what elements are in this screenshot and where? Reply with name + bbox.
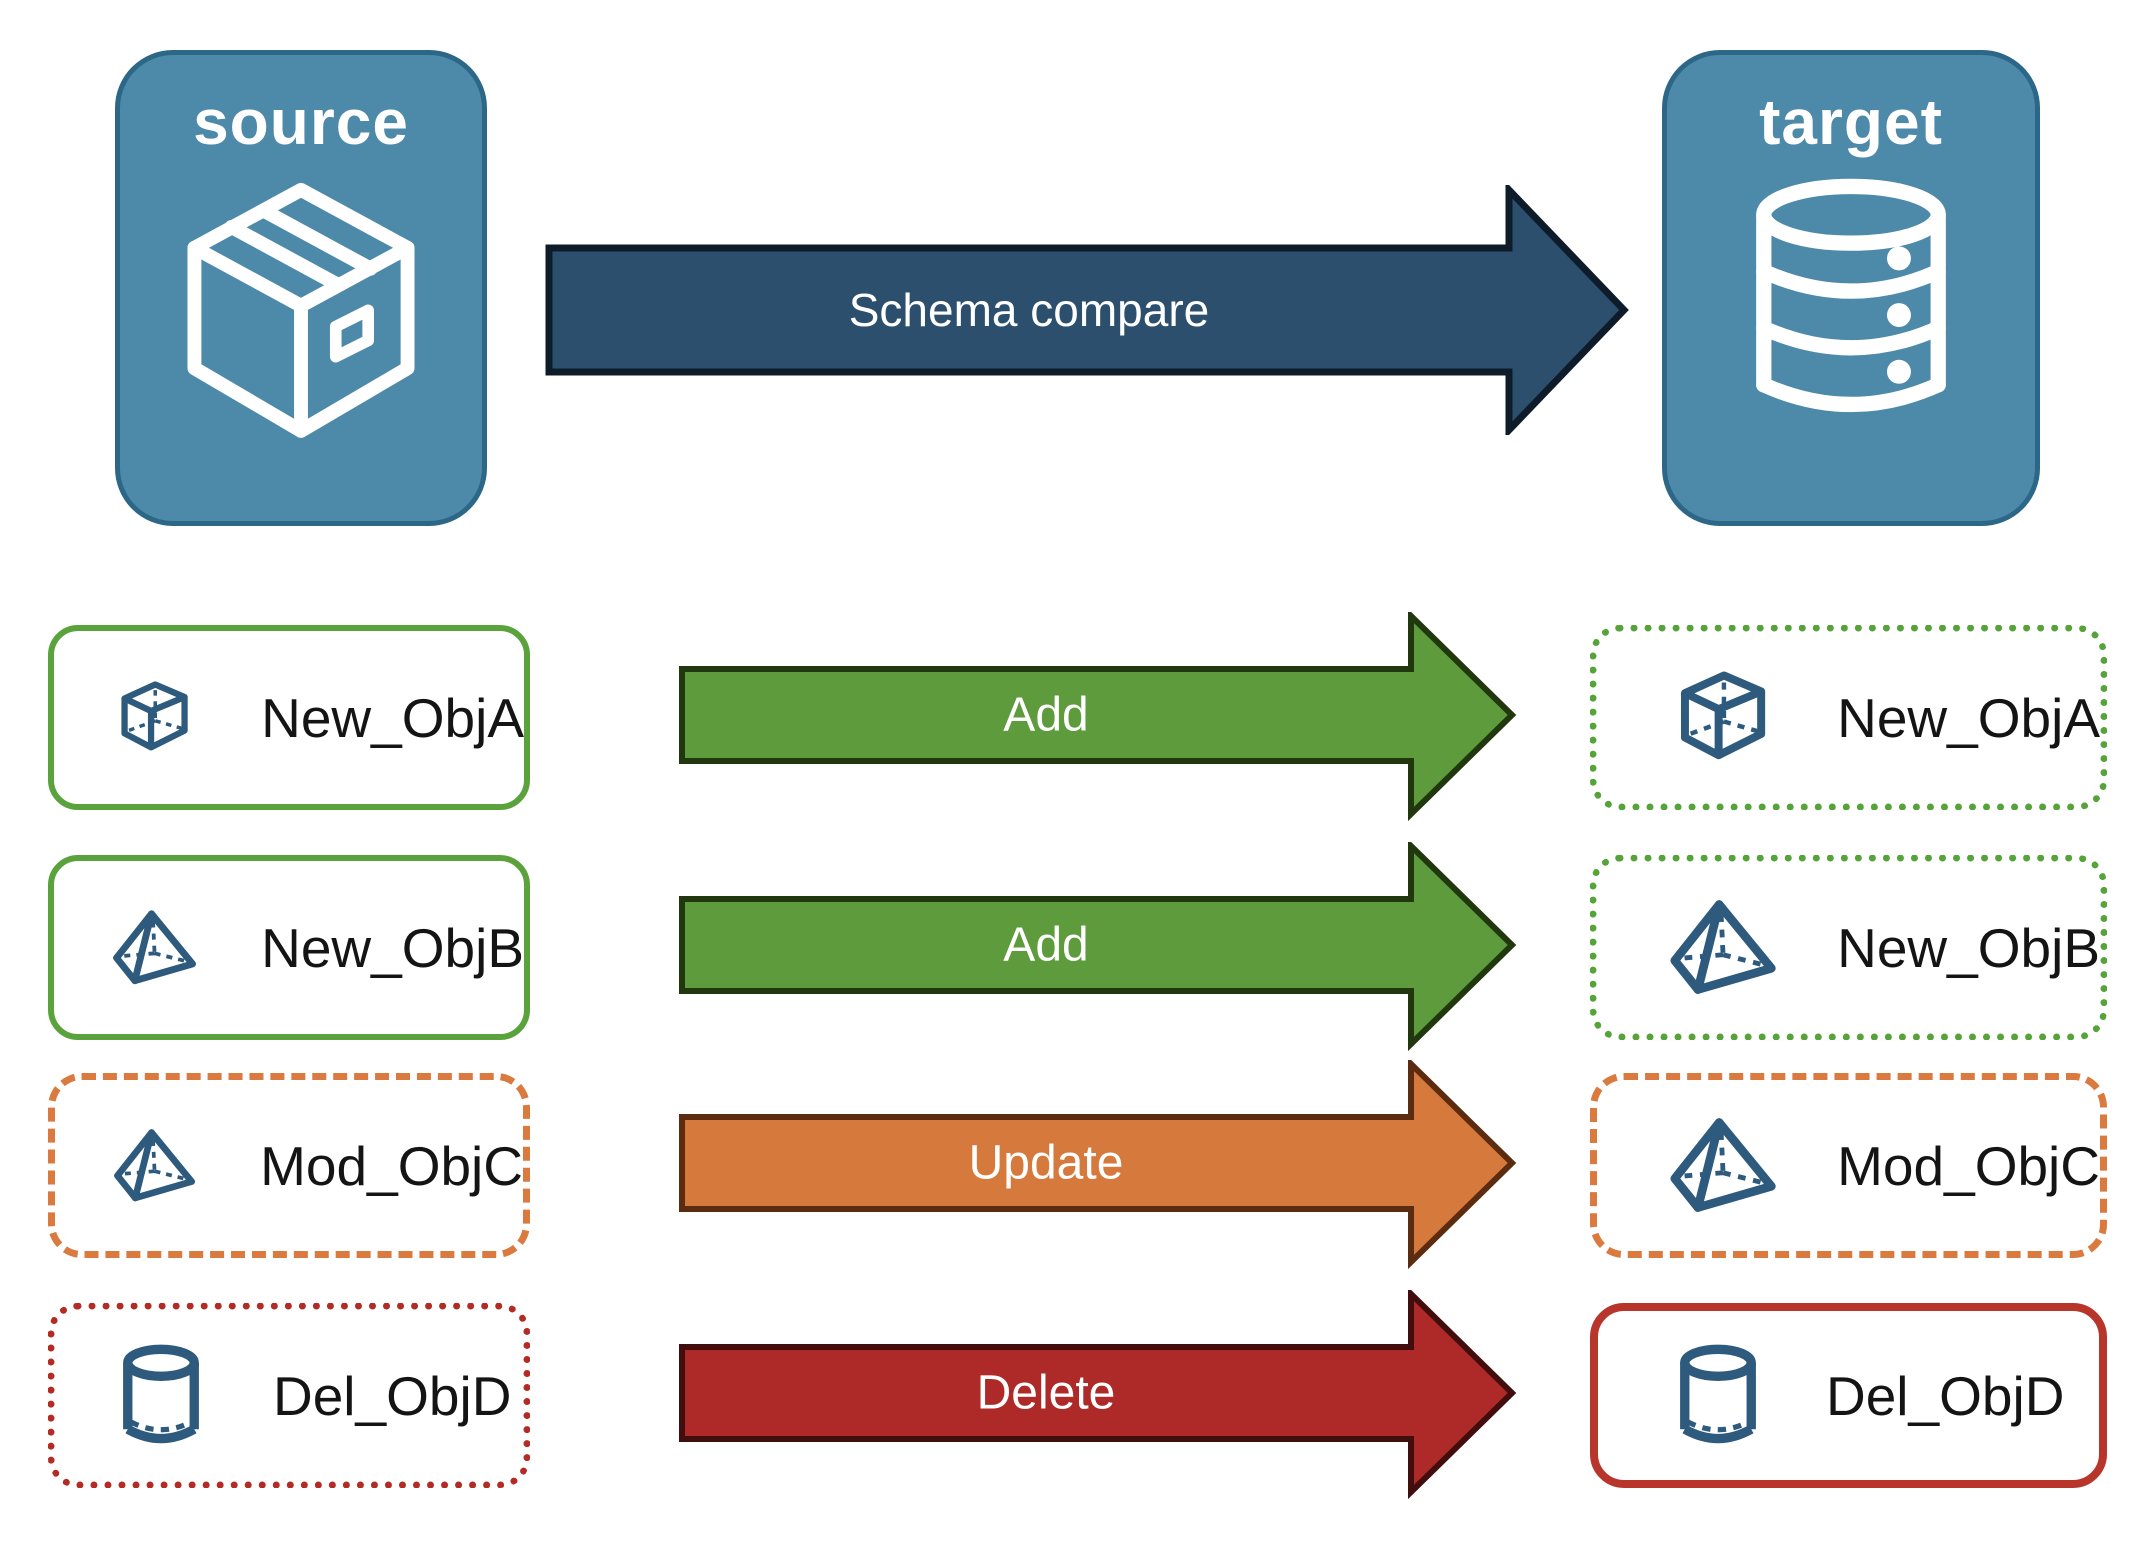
action-label: Add <box>1003 919 1088 972</box>
database-icon <box>1756 178 1946 413</box>
cube-icon <box>1680 670 1766 759</box>
pyramid-icon <box>1670 899 1776 994</box>
object-label: Mod_ObjC <box>260 1134 523 1197</box>
pyramid-icon <box>113 909 196 984</box>
object-label: New_ObjA <box>1837 686 2100 749</box>
package-box-icon <box>187 182 415 438</box>
target-object-box-mod-objc: Mod_ObjC <box>1590 1073 2107 1258</box>
action-label: Delete <box>977 1367 1116 1420</box>
source-object-box-new-objb: New_ObjB <box>48 855 530 1040</box>
object-label: New_ObjA <box>261 686 524 749</box>
target-title: target <box>1759 86 1943 158</box>
pyramid-icon <box>114 1128 195 1201</box>
target-object-box-del-objd: Del_ObjD <box>1590 1303 2107 1488</box>
source-panel: source <box>115 50 487 526</box>
delete-arrow-row-4: Delete <box>679 1290 1517 1500</box>
source-object-box-new-obja: New_ObjA <box>48 625 530 810</box>
add-arrow-row-2: Add <box>679 842 1517 1052</box>
object-label: Mod_ObjC <box>1837 1134 2100 1197</box>
schema-compare-arrow-shape <box>545 185 1629 435</box>
schema-compare-label: Schema compare <box>849 284 1210 336</box>
pyramid-icon <box>1670 1117 1776 1212</box>
cylinder-icon <box>123 1344 199 1443</box>
add-arrow-row-1: Add <box>679 612 1517 822</box>
cube-icon <box>121 680 188 750</box>
action-label: Update <box>969 1137 1124 1190</box>
add-arrow-shape <box>679 612 1517 822</box>
source-object-box-del-objd: Del_ObjD <box>48 1303 530 1488</box>
source-object-box-mod-objc: Mod_ObjC <box>48 1073 530 1258</box>
object-label: New_ObjB <box>261 916 524 979</box>
action-label: Add <box>1003 689 1088 742</box>
add-arrow-shape <box>679 842 1517 1052</box>
object-label: Del_ObjD <box>273 1364 512 1427</box>
cylinder-icon <box>1680 1344 1756 1443</box>
target-panel: target <box>1662 50 2040 526</box>
schema-compare-arrow: Schema compare <box>545 185 1629 435</box>
delete-arrow-shape <box>679 1290 1517 1500</box>
update-arrow-row-3: Update <box>679 1060 1517 1270</box>
object-label: Del_ObjD <box>1826 1364 2065 1427</box>
object-label: New_ObjB <box>1837 916 2100 979</box>
target-object-box-new-objb: New_ObjB <box>1590 855 2107 1040</box>
source-title: source <box>193 86 409 158</box>
update-arrow-shape <box>679 1060 1517 1270</box>
target-object-box-new-obja: New_ObjA <box>1590 625 2107 810</box>
